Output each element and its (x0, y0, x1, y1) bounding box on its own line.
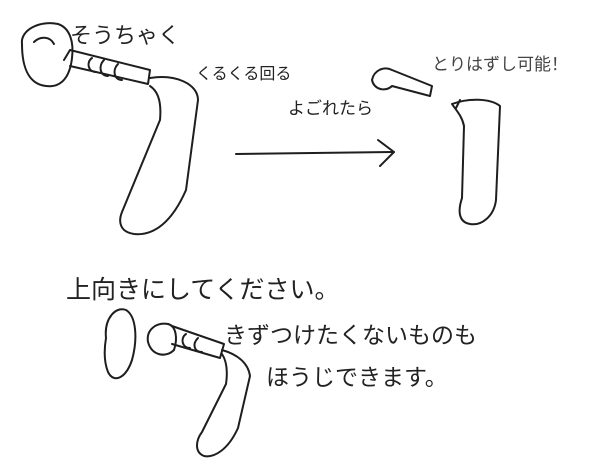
note-attach: そうちゃく (70, 24, 181, 49)
upward-collar-rings (181, 333, 203, 353)
handle-bar-outline (119, 76, 199, 236)
upward-handle-outline (196, 349, 251, 458)
stem-outline (63, 49, 151, 85)
cap-ellipse (103, 308, 137, 380)
handle-detached-drawing (371, 67, 501, 226)
note-protect-line2: ほうじできます。 (266, 365, 448, 391)
arrow-right (235, 139, 395, 167)
note-rotate: くるくる回る (196, 64, 292, 83)
note-removable: とりはずし可能！ (432, 55, 568, 75)
collar-rings (87, 57, 123, 81)
note-protect-line1: きずつけたくないものも (224, 323, 477, 349)
detached-knob (371, 67, 433, 97)
note-when-dirty: よごれたら (288, 99, 373, 119)
upward-stem (171, 325, 225, 359)
note-turn-upward: 上向きにしてください。 (66, 275, 340, 304)
bare-handle-inner (455, 99, 461, 109)
bare-handle-outline (451, 98, 501, 226)
knob-shape (20, 22, 74, 88)
knob-ring (146, 322, 177, 356)
knob-swirl (33, 36, 55, 45)
handle-upward-drawing (103, 308, 251, 458)
handle-assembled-drawing (20, 22, 199, 236)
